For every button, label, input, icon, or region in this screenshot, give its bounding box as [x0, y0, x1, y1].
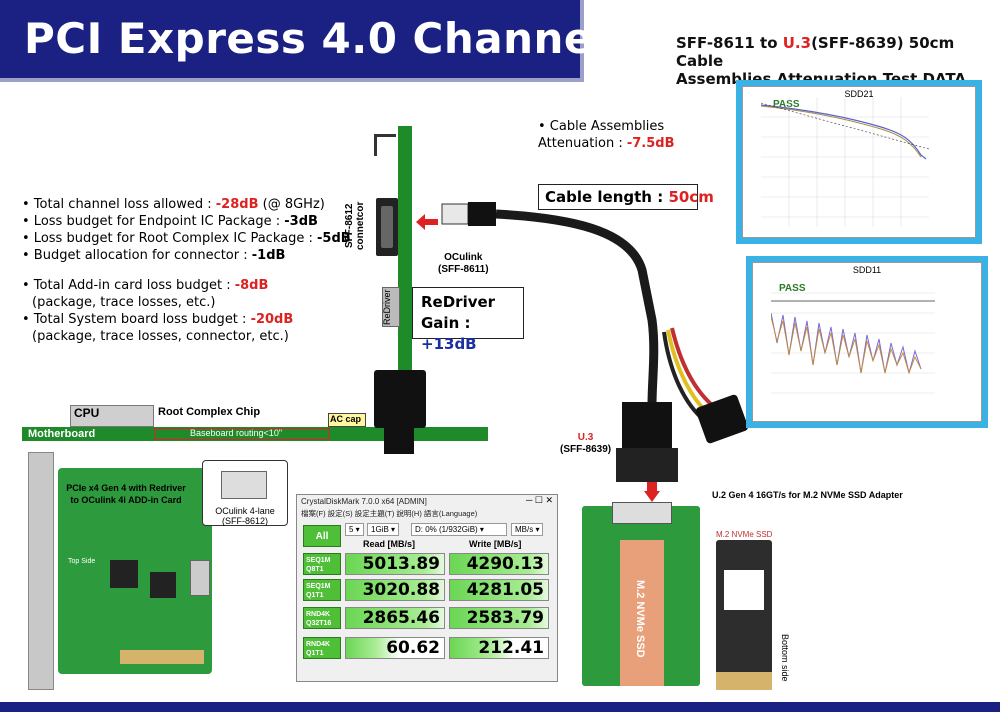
loss-budget-list: • Total channel loss allowed : -28dB (@ …	[22, 196, 351, 345]
pcb-chip-2	[150, 572, 176, 598]
sdd21-panel: SDD21 PASS	[736, 80, 982, 244]
redriver-chip	[382, 287, 400, 327]
adapter-label: U.2 Gen 4 16GT/s for M.2 NVMe SSD Adapte…	[712, 490, 903, 500]
sdd11-pass: PASS	[779, 283, 806, 294]
ac-cap	[328, 413, 366, 427]
bullet-system-board-note: (package, trace losses, connector, etc.)	[32, 329, 289, 344]
bullet-endpoint-package: • Loss budget for Endpoint IC Package : …	[22, 214, 318, 229]
installed-ssd-label: M.2 NVMe SSD	[634, 580, 646, 658]
bullet-root-complex-package: • Loss budget for Root Complex IC Packag…	[22, 231, 351, 246]
ssd-gold-edge	[716, 672, 772, 690]
oculink-u3-cable	[441, 202, 749, 482]
page-title: PCI Express 4.0 Channels	[24, 14, 634, 63]
bullet-system-board-loss: • Total System board loss budget : -20dB	[22, 312, 294, 327]
cdm-read-header: Read [MB/s]	[363, 539, 416, 549]
cdm-write-value: 4281.05	[449, 579, 549, 601]
cdm-window-controls[interactable]: ─ ☐ ✕	[526, 495, 553, 505]
cdm-size-select[interactable]: 1GiB ▾	[367, 523, 400, 536]
cpu-label: CPU	[74, 406, 100, 420]
test-title-prefix: SFF-8611 to	[676, 34, 783, 52]
sdd11-title: SDD11	[852, 265, 882, 275]
footer-bar	[0, 702, 1000, 712]
motherboard-bar	[22, 427, 488, 441]
root-complex-label: Root Complex Chip	[158, 406, 261, 418]
baseboard-routing	[154, 428, 330, 440]
cdm-write-value: 4290.13	[449, 553, 549, 575]
bullet-total-channel-loss: • Total channel loss allowed : -28dB (@ …	[22, 197, 325, 212]
motherboard-label: Motherboard	[28, 428, 96, 440]
ac-cap-label: AC cap	[330, 414, 362, 424]
test-title-u3: U.3	[782, 34, 812, 52]
arrow-left-icon	[416, 214, 438, 230]
u3-label: U.3(SFF-8639)	[560, 432, 612, 455]
oculink-port-callout-label: OCulink 4-lane(SFF-8612)	[215, 506, 275, 526]
connector-slot	[381, 206, 393, 248]
cdm-read-value: 3020.88	[345, 579, 445, 601]
cdm-read-value: 2865.46	[345, 607, 445, 629]
pcb-topside-label: Top Side	[68, 558, 96, 565]
sdd21-plot: SDD21 PASS	[742, 86, 976, 238]
installed-ssd-heatsink	[620, 540, 664, 686]
cdm-read-value: 5013.89	[345, 553, 445, 575]
pcie-slot	[374, 370, 426, 428]
bullet-addin-card-note: (package, trace losses, etc.)	[32, 295, 216, 310]
cdm-drive-select[interactable]: D: 0% (1/932GiB) ▾	[411, 523, 507, 536]
addin-card-pcb	[398, 126, 412, 426]
sdd21-pass: PASS	[773, 99, 800, 110]
cdm-read-value: 60.62	[345, 637, 445, 659]
oculink-label: OCulink(SFF-8611)	[438, 252, 489, 275]
m2-ssd-bottom	[716, 540, 772, 690]
oculink-port-zoom	[221, 471, 267, 499]
redriver-gain-box: ReDriver Gain : +13dB	[412, 287, 524, 353]
redriver-gain: Gain : +13dB	[421, 314, 477, 353]
pcb-chip-1	[110, 560, 138, 588]
cdm-unit-select[interactable]: MB/s ▾	[511, 523, 544, 536]
cable-attenuation: • Cable Assemblies Attenuation : -7.5dB	[538, 119, 675, 151]
pcb-oculink-port	[190, 560, 210, 596]
crystaldiskmark-window: CrystalDiskMark 7.0.0 x64 [ADMIN] ─ ☐ ✕ …	[296, 494, 558, 682]
arrow-down-icon	[644, 482, 660, 502]
sdd11-curve	[771, 292, 935, 394]
u2-connector	[612, 502, 672, 524]
ssd-label: M.2 NVMe SSD	[716, 530, 773, 539]
cdm-all-button[interactable]: All	[303, 525, 341, 547]
redriver-title: ReDriver	[421, 293, 496, 311]
card-bracket-hook	[374, 134, 396, 156]
pcb-gold-fingers	[120, 650, 204, 664]
cdm-count-select[interactable]: 5 ▾	[345, 523, 364, 536]
cpu-chip	[70, 405, 154, 427]
ssd-sticker	[724, 570, 764, 610]
redriver-chip-label: ReDriver	[382, 289, 392, 325]
sdd11-panel: SDD11 PASS	[746, 256, 988, 428]
cdm-window-title: CrystalDiskMark 7.0.0 x64 [ADMIN]	[301, 497, 427, 506]
pcie-slot-base	[384, 428, 414, 454]
cdm-menu-bar[interactable]: 檔案(F) 設定(S) 設定主題(T) 說明(H) 語言(Language)	[301, 509, 478, 518]
test-title-suffix: (SFF-8639) 50cm Cable	[676, 34, 955, 70]
sdd11-plot: SDD11 PASS	[752, 262, 982, 422]
cdm-write-value: 2583.79	[449, 607, 549, 629]
cable-length-box: Cable length : 50cm	[538, 184, 714, 210]
connector-label: SFF-8612 connetcor	[344, 201, 366, 251]
pcie-card-bracket	[28, 452, 54, 690]
bottom-side-label: Bottom side	[780, 634, 790, 682]
title-banner	[0, 0, 584, 82]
oculink-port-callout	[202, 460, 288, 526]
sdd21-curve	[761, 97, 929, 227]
cdm-write-header: Write [MB/s]	[469, 539, 522, 549]
baseboard-routing-label: Baseboard routing<10"	[190, 428, 283, 438]
bullet-connector-budget: • Budget allocation for connector : -1dB	[22, 248, 286, 263]
cdm-write-value: 212.41	[449, 637, 549, 659]
bullet-addin-card-loss: • Total Add-in card loss budget : -8dB	[22, 278, 269, 293]
sdd21-title: SDD21	[844, 89, 874, 99]
